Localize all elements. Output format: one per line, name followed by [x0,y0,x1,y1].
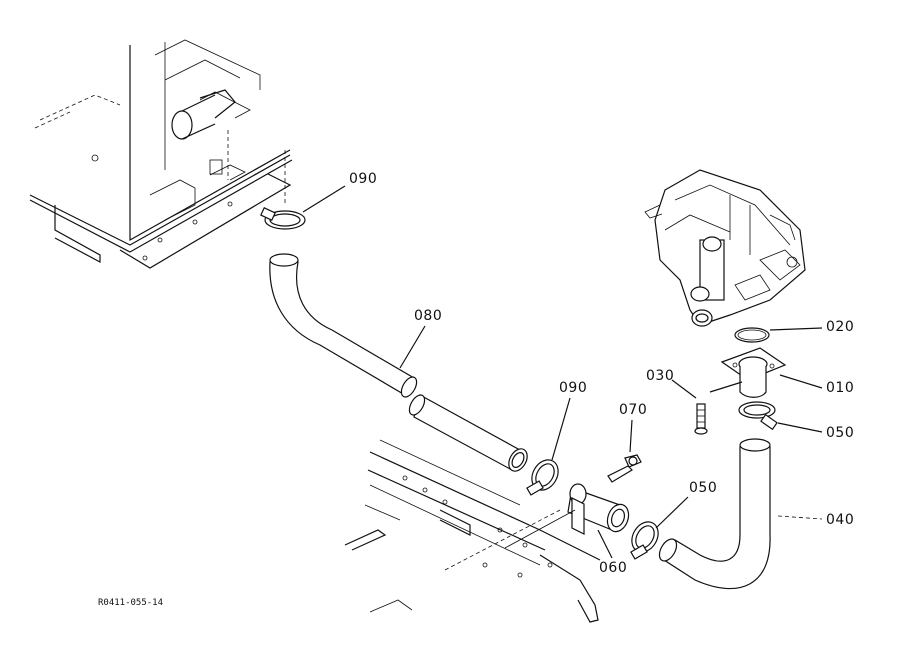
label-010: 010 [826,380,855,396]
fitting-060 [567,483,630,535]
label-020: 020 [826,319,855,335]
clamp-050-mid [630,521,659,560]
label-030: 030 [646,368,675,384]
clamp-090-top [260,207,306,230]
label-080: 080 [414,308,443,324]
label-070: 070 [619,402,648,418]
label-040: 040 [826,512,855,528]
flange-010 [720,347,787,398]
frame-rails [344,439,601,623]
hose-080 [269,253,528,472]
label-050-right: 050 [826,425,855,441]
hose-040 [658,438,771,590]
clamp-090-mid [526,459,559,496]
label-060: 060 [599,560,628,576]
tank-frame-assembly [29,39,293,269]
hydraulic-pump [644,169,806,327]
o-ring-020 [734,327,770,343]
clamp-050-right [738,401,778,431]
bolt-030 [694,403,708,435]
label-050-mid: 050 [689,480,718,496]
diagram-code: R0411-055-14 [98,598,164,608]
label-090-mid: 090 [559,380,588,396]
leader-lines [302,185,823,559]
bolt-070 [607,454,642,483]
label-090-top: 090 [349,171,378,187]
